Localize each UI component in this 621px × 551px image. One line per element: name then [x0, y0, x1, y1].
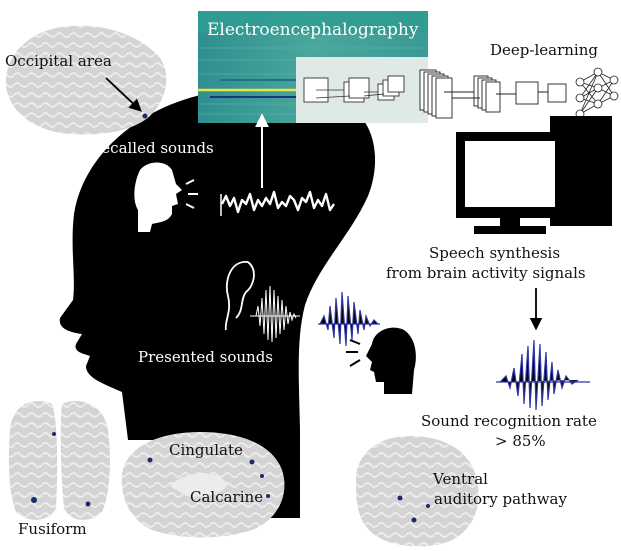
- activation-spot: [142, 113, 148, 119]
- speaking-head-icon-black: [346, 327, 416, 394]
- neural-network-icon: [575, 67, 619, 119]
- label-recalled-sounds: Recalled sounds: [90, 139, 214, 157]
- label-recognition-1: Sound recognition rate: [421, 412, 597, 430]
- brain-ventral: [356, 436, 479, 547]
- label-cingulate: Cingulate: [169, 441, 243, 459]
- label-calcarine: Calcarine: [190, 488, 263, 506]
- sound-wave-blue-presented: [318, 291, 380, 347]
- brain-occipital: [5, 25, 167, 135]
- cnn-layers: [419, 69, 567, 119]
- label-deep-learning: Deep-learning: [490, 41, 598, 59]
- eeg-image: [198, 11, 428, 123]
- label-presented-sounds: Presented sounds: [138, 348, 273, 366]
- sound-wave-blue-synthesized: [496, 339, 590, 411]
- occipital-arrow: [105, 77, 142, 112]
- eeg-waveform-white: [220, 190, 335, 214]
- label-fusiform: Fusiform: [18, 520, 87, 538]
- brain-medial: [121, 432, 285, 538]
- label-occipital-area: Occipital area: [5, 52, 112, 70]
- speaking-head-icon-white: [134, 162, 198, 232]
- label-ventral-2: auditory pathway: [434, 490, 567, 508]
- computer-icon: [456, 116, 612, 234]
- label-speech-synthesis-2: from brain activity signals: [386, 264, 586, 282]
- label-ventral-1: Ventral: [432, 470, 488, 488]
- sound-wave-white: [250, 285, 300, 343]
- label-speech-synthesis-1: Speech synthesis: [429, 244, 560, 262]
- brain-fusiform: [8, 401, 110, 520]
- label-recognition-2: > 85%: [495, 432, 546, 450]
- ear-icon: [224, 261, 255, 331]
- eeg-label: Electroencephalography: [207, 20, 419, 40]
